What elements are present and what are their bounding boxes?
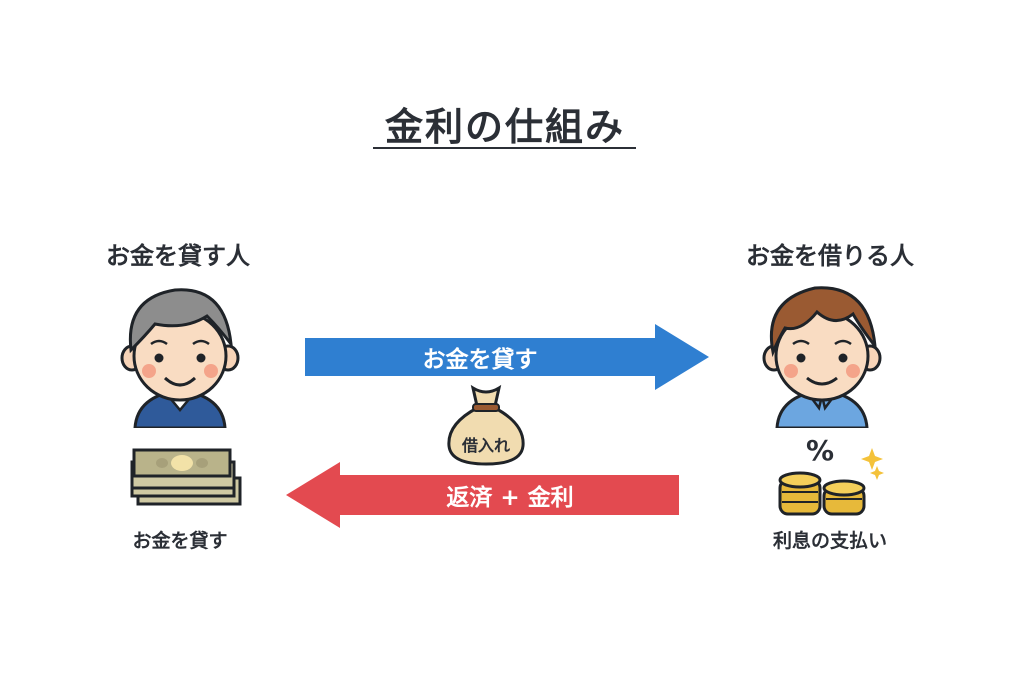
money-bag-label: 借入れ bbox=[461, 436, 510, 455]
percent-icon: % bbox=[806, 434, 835, 467]
lender-label: お金を貸す人 bbox=[106, 242, 250, 270]
borrower-caption: 利息の支払い bbox=[772, 530, 887, 552]
lend-arrow bbox=[305, 324, 709, 390]
lend-arrow-label: お金を貸す bbox=[422, 347, 538, 373]
repay-arrow bbox=[286, 462, 679, 528]
borrower-label: お金を借りる人 bbox=[746, 242, 914, 270]
lender-avatar-icon bbox=[120, 288, 240, 428]
borrower-avatar-icon bbox=[762, 286, 882, 428]
title-underline bbox=[373, 147, 636, 149]
coins-icon bbox=[778, 448, 884, 516]
repay-arrow-label: 返済 + 金利 bbox=[446, 485, 574, 511]
diagram-title: 金利の仕組み bbox=[384, 105, 625, 149]
lender-caption: お金を貸す bbox=[132, 530, 228, 552]
banknotes-icon bbox=[130, 448, 242, 506]
money-bag-icon bbox=[447, 384, 525, 466]
